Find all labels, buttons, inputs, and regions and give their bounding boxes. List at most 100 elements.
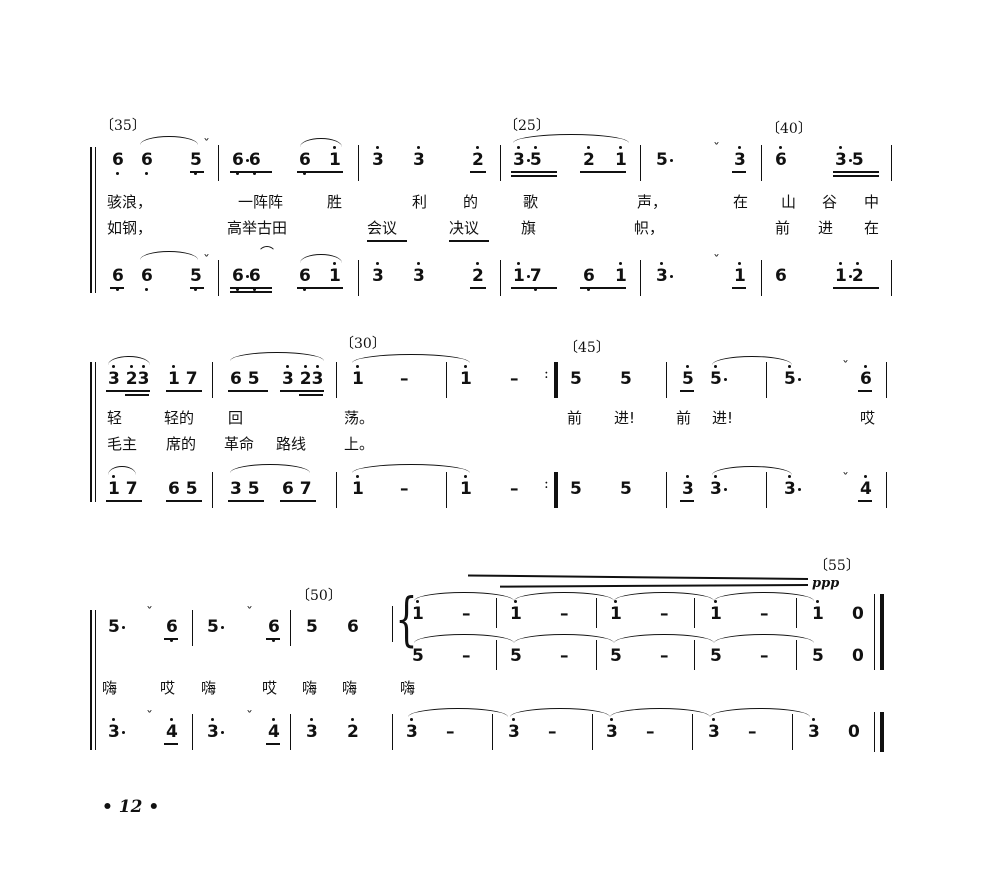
s3-lower-bar-5 [592, 714, 594, 750]
s3-upper-breath-b: ˇ [246, 605, 253, 621]
s1-lyric-v2-5: 帜， [634, 219, 665, 237]
rehearsal-35: 〔35〕 [100, 118, 146, 134]
s1-system-line-a [90, 147, 92, 293]
s1-upper-underline-c [297, 171, 343, 173]
s1-lower-underline-h [732, 287, 746, 289]
s3-divisi-bar-bottom-3 [796, 640, 798, 670]
s2-upper-note-5: – [400, 369, 409, 389]
rehearsal-50: 〔50〕 [296, 588, 342, 604]
s2-lower-underline-b [166, 500, 202, 502]
s2-lyric-v1-0: 轻 [107, 409, 123, 427]
s1-lower-underline-c [230, 287, 272, 289]
s2-upper-note-13: 6 [860, 365, 872, 389]
dynamic-ppp: ppp [812, 576, 840, 591]
s2-lyric-v1-4: 前 [567, 409, 583, 427]
s1-lyric-underline-b [449, 240, 489, 242]
s1-upper-bar-4 [640, 145, 642, 181]
s3-divisi-bar-top-0 [496, 598, 498, 628]
s1-lower-note-13: 1 [734, 262, 746, 286]
s1-upper-note-11: 1 [615, 146, 627, 170]
s2-upper-underline-d [228, 390, 268, 392]
s2-upper-note-11: 5 [710, 365, 727, 389]
s2-lower-note-10: 3 [682, 475, 694, 499]
s1-lyric-v1-0: 骇浪， [107, 193, 153, 211]
s1-upper-note-13: 3 [734, 146, 746, 170]
s2-lyric-v1-8: 哎 [860, 409, 876, 427]
s3-upper-underline-a [164, 638, 178, 640]
s2-upper-underline-c [166, 390, 202, 392]
s2-lower-bar-3 [446, 472, 448, 508]
s3-lyric-v1-0: 嗨 [102, 679, 118, 697]
s1-lyric-v2-2: 会议 [367, 219, 398, 237]
s3-lower-note-11: – [646, 722, 655, 742]
s1-lyric-v2-8: 在 [864, 219, 880, 237]
s3-lyric-v1-3: 哎 [262, 679, 278, 697]
s2-upper-note-12: 5 [784, 365, 801, 389]
s3-lower-note-8: 3 [508, 718, 520, 742]
s1-upper-underline-e-2 [511, 175, 557, 177]
s1-lower-note-2: 5 [190, 266, 202, 291]
s3-lyric-v1-6: 嗨 [400, 679, 416, 697]
s3-upper-note-2: 5 [207, 617, 224, 637]
s3-divisi-bar-bottom-1 [596, 640, 598, 670]
s1-lyric-v2-7: 进 [818, 219, 834, 237]
s2-lyric-v2-3: 路线 [276, 435, 307, 453]
s3-divisi-bottom-slur-b [514, 634, 614, 643]
s2-upper-underline-g [680, 390, 694, 392]
s3-lower-note-1: 4 [166, 718, 178, 742]
s2-lower-note-3: 6 7 [282, 479, 312, 499]
s1-lower-note-6: 3 [372, 262, 384, 286]
s3-lower-note-0: 3 [108, 718, 125, 742]
s3-divisi-bottom-slur-a [414, 634, 514, 643]
s2-upper-slur-b [230, 352, 324, 361]
s3-system-line-b [95, 610, 97, 750]
s1-lower-note-11: 1 [615, 262, 627, 286]
s2-lower-underline-c [228, 500, 264, 502]
s3-divisi-top-note-7: – [760, 604, 769, 624]
s3-lower-note-15: 0 [848, 722, 860, 742]
s1-lyric-v1-7: 在 [733, 193, 749, 211]
s1-upper-bar-1 [218, 145, 220, 181]
s2-lower-slur-c [352, 464, 470, 473]
s3-divisi-top-note-1: – [462, 604, 471, 624]
s2-lower-bar-5 [766, 472, 768, 508]
s3-upper-note-0: 5 [108, 617, 125, 637]
s2-lyric-v1-6: 前 [676, 409, 692, 427]
s1-lower-note-10: 6 [583, 266, 595, 291]
s3-lyric-v1-4: 嗨 [302, 679, 318, 697]
s1-lyric-underline-a [367, 240, 407, 242]
s3-lower-note-7: – [446, 722, 455, 742]
s1-lyric-v1-9: 谷 [822, 193, 838, 211]
s1-lower-underline-e [470, 287, 486, 289]
s3-upper-bar-2 [290, 610, 292, 646]
s1-lower-note-4: 6 [299, 266, 311, 291]
s2-upper-note-6: 1 [460, 365, 472, 389]
s1-lower-note-7: 3 [413, 262, 425, 286]
s3-lower-breath-b: ˇ [246, 709, 253, 725]
s1-lyric-v2-4: 旗 [521, 219, 537, 237]
s3-divisi-bar-top-2 [694, 598, 696, 628]
s2-upper-underline-e [280, 390, 324, 392]
s2-lyric-v1-1: 轻的 [164, 409, 195, 427]
s1-upper-underline-e [511, 171, 557, 173]
s3-lower-bar-1 [192, 714, 194, 750]
s1-upper-slur-b [300, 138, 342, 147]
s2-upper-note-7: – [510, 369, 519, 389]
s3-lyric-v1-5: 嗨 [342, 679, 358, 697]
s3-lower-underline-b [266, 743, 280, 745]
s2-lower-slur-d [712, 466, 792, 475]
s1-lyric-v1-1: 一阵阵 [238, 193, 284, 211]
s2-lyric-v1-3: 荡。 [344, 409, 375, 427]
s1-upper-breath-a: ˇ [203, 137, 210, 153]
s1-upper-bar-6 [891, 145, 893, 181]
s3-divisi-bottom-note-6: 5 [710, 646, 722, 666]
s1-lower-bar-5 [761, 260, 763, 296]
s3-divisi-bottom-note-9: 0 [852, 646, 864, 666]
s2-upper-bar-3 [446, 362, 448, 398]
s1-lower-underline-d [297, 287, 343, 289]
s3-divisi-bottom-note-8: 5 [812, 646, 824, 666]
s3-divisi-bottom-note-0: 5 [412, 646, 424, 666]
s1-lyric-v1-10: 中 [864, 193, 880, 211]
s3-divisi-top-note-6: 1 [710, 600, 722, 624]
